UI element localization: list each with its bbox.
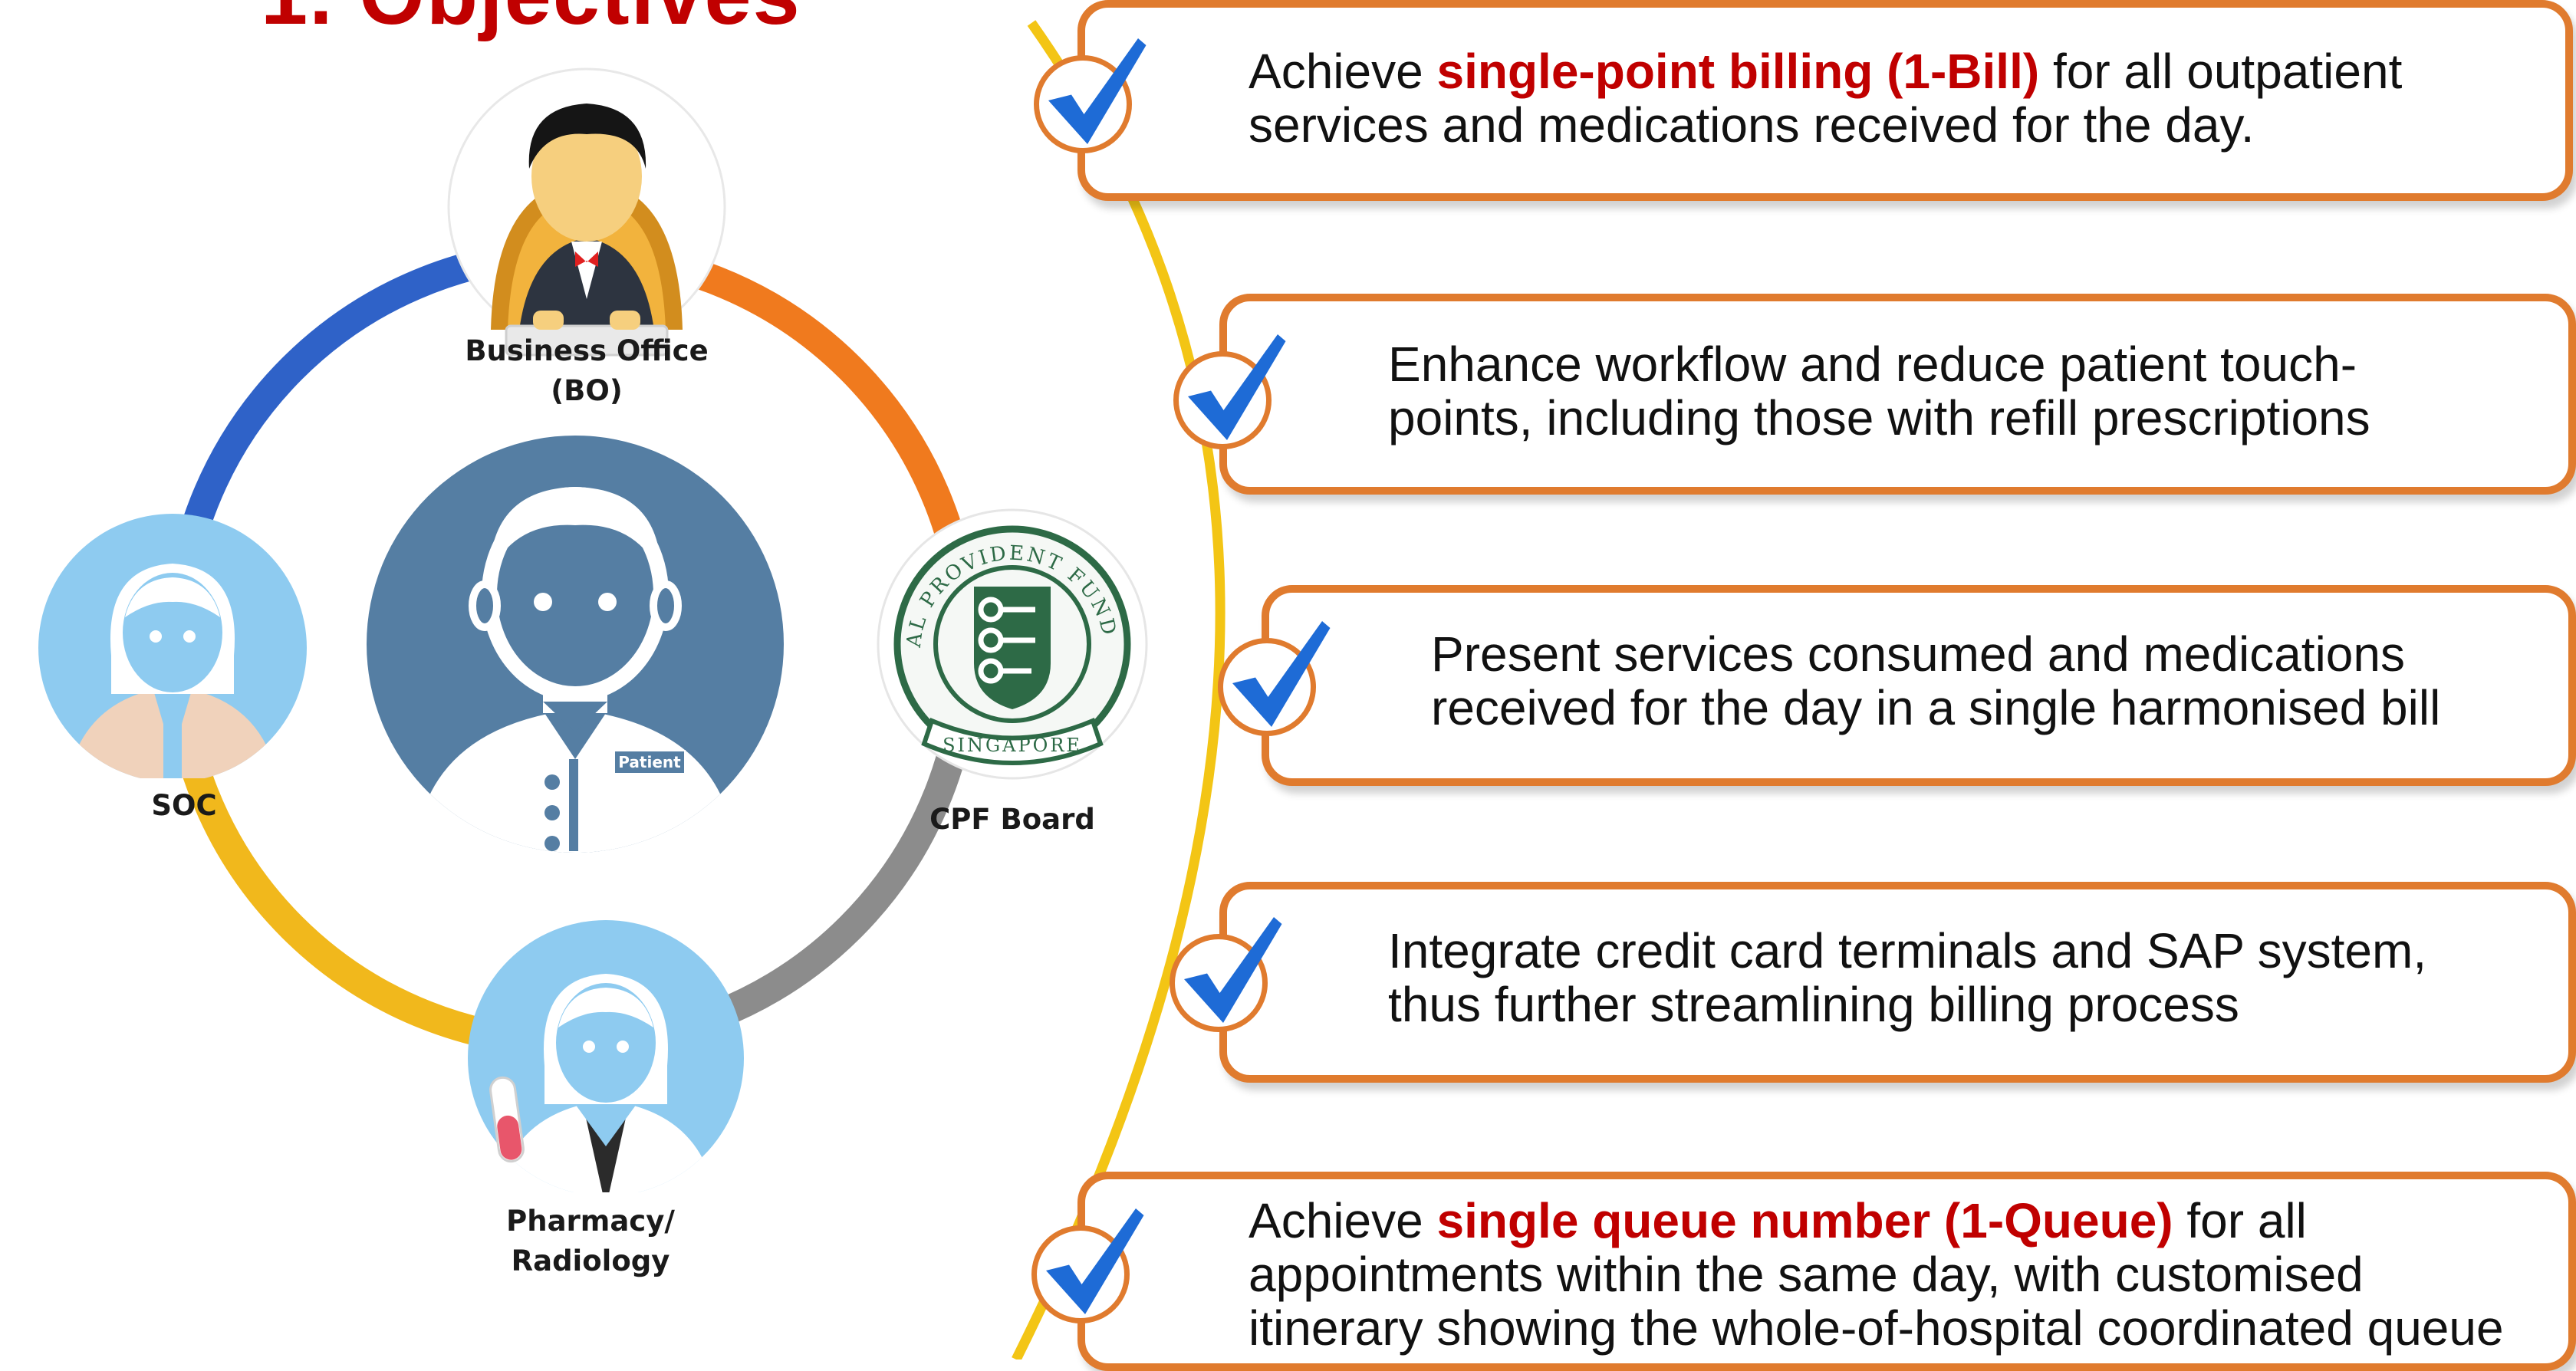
check-icon <box>1034 38 1147 153</box>
label-pharmacy-radiology: Pharmacy/ Radiology <box>506 1205 675 1277</box>
patient-badge: Patient <box>614 750 686 774</box>
objective-text-5: Achieve single queue number (1-Queue) fo… <box>1249 1193 2504 1356</box>
check-icon <box>1173 334 1286 449</box>
label-business-office: Business Office (BO) <box>465 334 709 407</box>
check-icon <box>1218 621 1331 736</box>
label-soc: SOC <box>151 789 217 822</box>
businessman-icon <box>447 67 726 357</box>
seal-banner-text: SINGAPORE <box>943 735 1082 756</box>
nurse-icon <box>38 514 307 778</box>
objective-box-1 <box>1077 0 2573 201</box>
cpf-seal-icon: CENTRAL PROVIDENT FUND BOARD SINGAPORE <box>859 491 1148 780</box>
objective-text-1: Achieve single-point billing (1-Bill) fo… <box>1249 44 2403 153</box>
node-cpf-board: CENTRAL PROVIDENT FUND BOARD SINGAPORE C… <box>859 491 1166 851</box>
node-pharmacy-radiology: Pharmacy/ Radiology <box>452 916 759 1284</box>
patient-icon <box>367 436 784 853</box>
objective-text-2: Enhance workflow and reduce patient touc… <box>1388 337 2370 445</box>
objective-text-3: Present services consumed and medication… <box>1431 626 2441 735</box>
check-icon <box>1031 1208 1144 1323</box>
objective-box-3 <box>1262 585 2576 786</box>
objective-text-4: Integrate credit card terminals and SAP … <box>1388 923 2427 1032</box>
node-soc: SOC <box>19 502 326 840</box>
objective-box-2 <box>1219 294 2576 495</box>
check-icon <box>1170 917 1282 1032</box>
objective-box-4 <box>1219 882 2576 1083</box>
node-business-office: Business Office (BO) <box>445 54 729 414</box>
node-patient: Patient <box>360 429 790 859</box>
label-cpf-board: CPF Board <box>929 803 1095 836</box>
page-title: 1. Objectives <box>261 0 801 44</box>
pharmacist-icon <box>468 920 744 1192</box>
